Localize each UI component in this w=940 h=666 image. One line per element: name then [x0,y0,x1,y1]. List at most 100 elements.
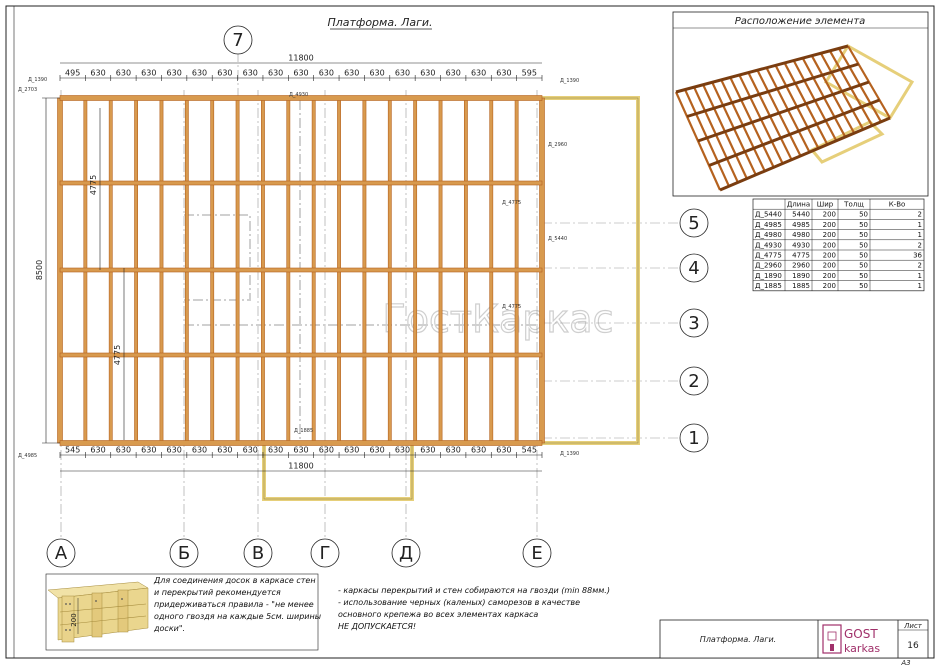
dim-value: 630 [268,69,283,78]
note-right-line-2: - использование черных (каленых) саморез… [338,598,580,607]
spec-cell: 200 [823,211,836,219]
spec-cell: 4985 [792,221,810,229]
spec-cell: 200 [823,272,836,280]
iso-extension-bottom [809,120,885,164]
axis-number-1: 4 [688,258,699,279]
member-label-d1390_top: Д_1390 [28,77,47,83]
spec-cell: Д_4980 [755,231,782,239]
board-joint-illustration: 200 [47,581,149,643]
spec-cell: 1890 [792,272,810,280]
spec-cell: 1 [918,221,922,229]
dim-value: 630 [496,69,511,78]
dim-value: 545 [65,446,80,455]
dim-value: 630 [446,446,461,455]
dim-value: 630 [420,69,435,78]
dim-value: 630 [369,69,384,78]
spec-cell: 50 [859,282,868,290]
member-label-d1885: Д_1885 [294,428,313,434]
spec-cell: 4980 [792,231,810,239]
spec-cell: 200 [823,252,836,260]
spec-header-3: Толщ [843,201,864,209]
note-left-line-2: и перекрытий рекомендуется [154,588,281,597]
spec-cell: 2 [918,262,922,270]
dim-4775-a: 4775 [89,175,98,195]
axis-number-0: 5 [688,213,699,234]
dim-value: 595 [522,69,537,78]
axis-number-4: 1 [688,428,699,449]
spec-cell: 200 [823,221,836,229]
sheet-number: 16 [907,641,919,651]
note-left-line-4: одного гвоздя на каждые 5см. ширины [154,612,321,621]
axis-number-3-circle [679,366,709,396]
axis-grid-lines [60,52,680,540]
spec-cell: 1 [918,272,922,280]
member-label-d4985: Д_4985 [18,453,37,459]
axis-letter-2: В [252,543,264,564]
iso-beam [708,98,881,167]
axis-letter-2-circle [243,538,273,568]
dim-total: 11800 [288,54,313,63]
spec-cell: Д_5440 [755,211,782,219]
dim-value: 630 [192,446,207,455]
dim-value: 630 [344,446,359,455]
beam [59,352,543,358]
spec-cell: 4775 [792,252,810,260]
member-label-d1390_right: Д_1390 [560,78,579,84]
member-label-d1390_bot: Д_1390 [560,451,579,457]
axis-letter-1: Б [178,543,190,564]
dim-value: 630 [446,69,461,78]
spec-cell: 4930 [792,241,810,249]
axis-number-top-circle [223,25,253,55]
spec-cell: Д_4930 [755,241,782,249]
dim-value: 630 [293,69,308,78]
spec-cell: 2 [918,211,922,219]
dim-height-total: 8500 [35,260,44,280]
axis-letter-4-circle [391,538,421,568]
nailing-note: 200 Для соединения досок в каркасе стен … [45,573,321,651]
note-left-line-1: Для соединения досок в каркасе стен [153,576,316,585]
dim-value: 630 [395,69,410,78]
axis-letter-1-circle [169,538,199,568]
member-label-d4775_a: Д_4775 [502,200,521,206]
spec-cell: 200 [823,231,836,239]
spec-header-1: Длина [787,201,810,209]
iso-beam [719,116,891,192]
axis-letter-0: А [55,543,68,564]
axis-number-top: 7 [232,30,243,51]
note-right-line-4: НЕ ДОПУСКАЕТСЯ! [338,622,416,631]
spec-cell: Д_1885 [755,282,782,290]
dim-value: 630 [369,446,384,455]
dim-value: 630 [395,446,410,455]
spec-header-2: Шир [817,201,834,209]
extension-frame-right-outline [541,97,639,444]
axis-letter-4: Д [399,543,413,564]
axis-letter-5-circle [522,538,552,568]
dim-value: 630 [471,69,486,78]
drawing-title: Платформа. Лаги. [327,16,432,29]
spec-header-4: К-Во [889,201,906,209]
spec-cell: 2 [918,241,922,249]
spec-cell: 50 [859,231,868,239]
watermark: ГостКаркас [383,297,614,341]
beam [59,267,543,273]
axis-number-0-circle [679,208,709,238]
spec-table-frame [752,198,925,292]
spec-cell: Д_4985 [755,221,782,229]
dim-value: 630 [471,446,486,455]
board-width-dim: 200 [70,613,78,626]
axis-letter-3-circle [310,538,340,568]
dim-value: 630 [319,69,334,78]
inset-title: Расположение элемента [735,16,866,27]
note-right-line-3: основного крепежа во всех элементах карк… [338,610,538,619]
sheet-label: Лист [903,622,923,630]
dim-value: 630 [167,446,182,455]
dim-value: 630 [217,446,232,455]
dim-value: 630 [319,446,334,455]
dim-value: 630 [243,446,258,455]
dim-value: 630 [217,69,232,78]
spec-cell: Д_1890 [755,272,782,280]
dim-value: 630 [90,69,105,78]
spec-cell: 200 [823,282,836,290]
inset-frame [672,11,929,197]
